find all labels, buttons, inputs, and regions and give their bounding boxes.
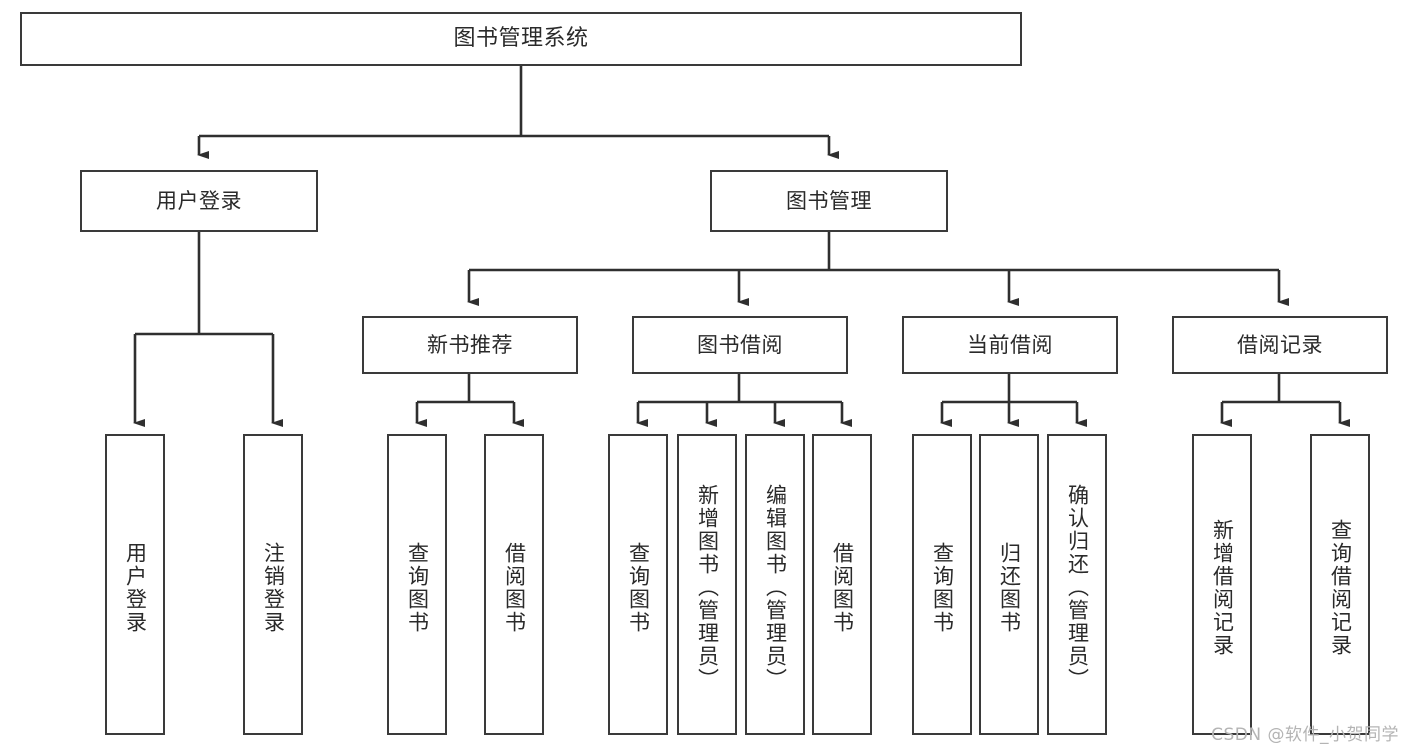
- node-book-management[interactable]: 图书管理: [710, 170, 948, 232]
- node-label: 新书推荐: [427, 332, 513, 357]
- node-label: 确认归还（管理员）: [1065, 484, 1090, 691]
- leaf-current-return-book[interactable]: 归还图书: [979, 434, 1039, 735]
- node-root-system[interactable]: 图书管理系统: [20, 12, 1022, 66]
- leaf-borrow-edit-book-admin[interactable]: 编辑图书（管理员）: [745, 434, 805, 735]
- node-label: 查询借阅记录: [1328, 518, 1353, 657]
- node-label: 借阅图书: [830, 541, 855, 634]
- node-label: 编辑图书（管理员）: [763, 484, 788, 691]
- node-label: 新增图书（管理员）: [695, 484, 720, 691]
- node-book-borrow[interactable]: 图书借阅: [632, 316, 848, 374]
- leaf-borrow-borrow-book[interactable]: 借阅图书: [812, 434, 872, 735]
- leaf-record-query-record[interactable]: 查询借阅记录: [1310, 434, 1370, 735]
- node-label: 图书管理系统: [453, 26, 589, 52]
- node-label: 查询图书: [626, 541, 651, 634]
- node-label: 借阅图书: [502, 541, 527, 634]
- node-label: 借阅记录: [1237, 332, 1323, 357]
- node-current-borrow[interactable]: 当前借阅: [902, 316, 1118, 374]
- node-label: 注销登录: [261, 541, 286, 634]
- node-label: 图书借阅: [697, 332, 783, 357]
- node-label: 归还图书: [997, 541, 1022, 634]
- node-label: 新增借阅记录: [1210, 518, 1235, 657]
- node-user-login[interactable]: 用户登录: [80, 170, 318, 232]
- node-label: 当前借阅: [967, 332, 1053, 357]
- leaf-current-confirm-return-admin[interactable]: 确认归还（管理员）: [1047, 434, 1107, 735]
- leaf-current-query-book[interactable]: 查询图书: [912, 434, 972, 735]
- node-new-book-recommend[interactable]: 新书推荐: [362, 316, 578, 374]
- node-label: 用户登录: [123, 541, 148, 634]
- leaf-borrow-query-book[interactable]: 查询图书: [608, 434, 668, 735]
- leaf-recommend-query-book[interactable]: 查询图书: [387, 434, 447, 735]
- leaf-record-add-record[interactable]: 新增借阅记录: [1192, 434, 1252, 735]
- leaf-borrow-add-book-admin[interactable]: 新增图书（管理员）: [677, 434, 737, 735]
- node-label: 查询图书: [930, 541, 955, 634]
- leaf-user-login-login[interactable]: 用户登录: [105, 434, 165, 735]
- node-label: 图书管理: [786, 188, 872, 213]
- leaf-user-login-logout[interactable]: 注销登录: [243, 434, 303, 735]
- node-borrow-record[interactable]: 借阅记录: [1172, 316, 1388, 374]
- node-label: 用户登录: [156, 188, 242, 213]
- watermark-text: CSDN @软件_小贺同学: [1211, 725, 1399, 745]
- node-label: 查询图书: [405, 541, 430, 634]
- leaf-recommend-borrow-book[interactable]: 借阅图书: [484, 434, 544, 735]
